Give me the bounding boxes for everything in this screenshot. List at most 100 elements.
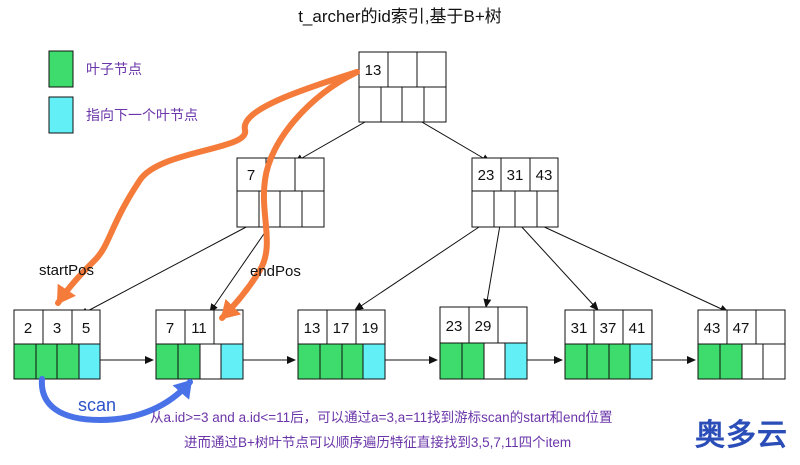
leaf-pointer-cell: [341, 343, 364, 380]
edge-root-to-node23: [414, 117, 491, 163]
root-node: 13: [358, 51, 447, 123]
edge-node7-to-leaf1: [79, 224, 251, 316]
leaf-key-cell: [71, 309, 101, 345]
leaf-pointer-cell: [741, 343, 764, 380]
leaf-node-2: 7 11: [155, 309, 244, 380]
leaf-pointer-cell: [483, 342, 506, 380]
root-pointer-cell: [423, 86, 447, 123]
node7-key-1: 7: [247, 167, 255, 184]
internal-pointer-cell: [514, 190, 538, 228]
leaf-pointer-cell: [608, 343, 631, 380]
leaf-node-5: 31 37 41: [564, 309, 653, 380]
leaf-pointer-cell: [564, 343, 588, 380]
leaf-key-cell: [13, 309, 44, 345]
leaf-key-cell: [497, 306, 528, 344]
leaf4-key-2: 29: [475, 318, 492, 335]
node23-key-2: 31: [507, 167, 524, 184]
leaf-pointer-cell: [13, 343, 37, 380]
internal-key-cell: [500, 157, 531, 192]
leaf-pointer-cell: [177, 343, 201, 380]
leaf2-key-1: 7: [166, 320, 174, 337]
internal-key-cell: [529, 157, 559, 192]
internal-pointer-cell: [471, 190, 495, 228]
internal-pointer-cell: [301, 190, 325, 228]
leaf-key-cell: [184, 309, 215, 345]
leaf4-key-1: 23: [446, 318, 463, 335]
leaf-pointer-cell: [35, 343, 58, 380]
edge-root-to-node7: [294, 117, 373, 163]
root-key-1: 13: [365, 62, 382, 79]
legend-swatch-next: [48, 96, 74, 134]
leaf3-key-2: 17: [333, 320, 350, 337]
legend: 叶子节点 指向下一个叶节点: [48, 50, 198, 134]
leaf-key-cell: [439, 306, 470, 344]
leaf-pointer-cell: [461, 342, 485, 380]
leaf-pointer-cell: [319, 343, 343, 380]
leaf5-key-1: 31: [571, 320, 588, 337]
leaf6-key-1: 43: [704, 320, 721, 337]
leaf-node-6: 43 47: [697, 309, 786, 380]
node23-key-1: 23: [478, 167, 495, 184]
leaf2-key-2: 11: [191, 320, 207, 337]
leaf-pointer-cell: [762, 343, 786, 380]
leaf-pointer-cell: [155, 343, 179, 380]
leaf-pointer-cell: [439, 342, 463, 380]
leaf1-key-1: 2: [24, 320, 32, 337]
internal-pointer-cell: [493, 190, 516, 228]
leaf-node-4: 23 29: [439, 306, 528, 380]
leaf-next-pointer-cell: [78, 343, 101, 380]
end-pos-arrow: [219, 69, 360, 321]
scan-label: scan: [78, 395, 116, 415]
legend-label-leaf: 叶子节点: [86, 61, 142, 77]
leaf-key-cell: [355, 309, 386, 345]
root-key-cell: [416, 51, 447, 88]
root-pointer-cell: [358, 86, 382, 123]
start-pos-label: startPos: [39, 262, 94, 279]
watermark: 奥多云: [695, 418, 788, 452]
leaf-key-cell: [726, 309, 757, 345]
internal-pointer-cell: [279, 190, 303, 228]
internal-key-cell: [294, 157, 325, 192]
caption-line-2: 进而通过B+树叶节点可以顺序遍历特征直接找到3,5,7,11四个item: [184, 434, 571, 450]
legend-label-next: 指向下一个叶节点: [86, 107, 198, 123]
leaf-next-pointer-cell: [504, 342, 528, 380]
leaf-key-cell: [622, 309, 653, 345]
leaf-pointer-cell: [297, 343, 321, 380]
edge-node23-to-leaf4: [483, 224, 501, 308]
end-pos-label: endPos: [250, 263, 301, 280]
leaf1-key-3: 5: [82, 320, 90, 337]
leaf-key-cell: [297, 309, 328, 345]
edge-node23-to-leaf6: [539, 224, 729, 313]
leaf-node-3: 13 17 19: [297, 309, 386, 380]
leaf-key-cell: [697, 309, 728, 345]
diagram-title: t_archer的id索引,基于B+树: [298, 7, 502, 26]
edge-node23-to-leaf5: [519, 224, 599, 311]
tree-edges: [79, 117, 729, 316]
legend-swatch-leaf: [48, 50, 74, 88]
leaf-pointer-cell: [199, 343, 222, 380]
internal-pointer-cell: [236, 190, 260, 228]
leaf-key-cell: [755, 309, 786, 345]
leaf-next-pointer-cell: [220, 343, 244, 380]
leaf6-key-2: 47: [733, 320, 750, 337]
leaf-pointer-cell: [586, 343, 610, 380]
edge-node7-to-leaf2: [209, 224, 271, 313]
leaf-key-cell: [564, 309, 595, 345]
leaf5-key-3: 41: [629, 320, 646, 337]
edge-node23-to-leaf3: [354, 224, 483, 311]
internal-node-23: 23 31 43: [471, 157, 559, 228]
root-pointer-cell: [380, 86, 403, 123]
root-pointer-cell: [401, 86, 425, 123]
internal-pointer-cell: [536, 190, 559, 228]
leaf-next-pointer-cell: [629, 343, 653, 380]
leaf5-key-2: 37: [600, 320, 617, 337]
node23-key-3: 43: [536, 167, 553, 184]
leaf-next-pointer-cell: [362, 343, 386, 380]
root-key-cell: [387, 51, 418, 88]
leaf-pointer-cell: [697, 343, 721, 380]
internal-node-7: 7: [236, 157, 325, 228]
start-pos-arrow: [55, 69, 360, 306]
caption-line-1: 从a.id>=3 and a.id<=11后，可以通过a=3,a=11找到游标s…: [150, 410, 612, 425]
leaf3-key-3: 19: [362, 320, 379, 337]
